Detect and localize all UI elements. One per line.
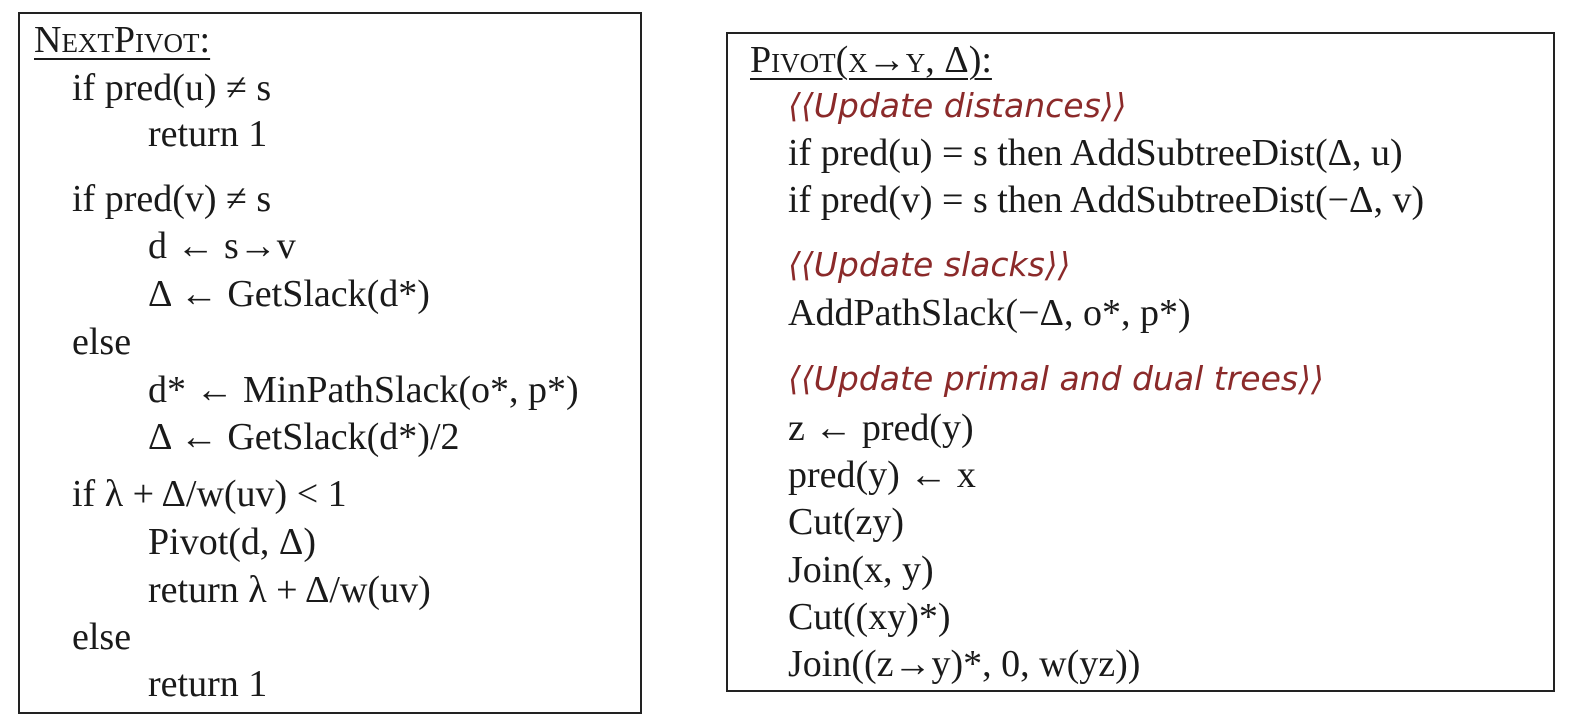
nextpivot-box: NextPivot: if pred(u) ≠ s return 1 if pr… — [18, 12, 642, 714]
code-line: if pred(v) = s then AddSubtreeDist(−Δ, v… — [788, 179, 1425, 221]
code-line: z ← pred(y) — [788, 407, 974, 449]
comment-update-trees: ⟨⟨Update primal and dual trees⟩⟩ — [788, 359, 1324, 398]
code-line: Pivot(d, Δ) — [148, 521, 316, 563]
comment-update-distances: ⟨⟨Update distances⟩⟩ — [788, 86, 1127, 125]
code-line: else — [72, 616, 132, 658]
code-line: if pred(v) ≠ s — [72, 178, 272, 220]
code-line: return 1 — [148, 113, 268, 155]
code-line: if pred(u) = s then AddSubtreeDist(Δ, u) — [788, 132, 1403, 174]
code-line: Cut((xy)*) — [788, 596, 951, 638]
code-line: Δ ← GetSlack(d*) — [148, 273, 430, 315]
code-line: AddPathSlack(−Δ, o*, p*) — [788, 292, 1191, 334]
code-line: pred(y) ← x — [788, 454, 976, 496]
code-line: else — [72, 321, 132, 363]
code-line: Cut(zy) — [788, 501, 905, 543]
code-line: Δ ← GetSlack(d*)/2 — [148, 416, 460, 458]
code-line: d* ← MinPathSlack(o*, p*) — [148, 369, 579, 411]
code-line: if λ + Δ/w(uv) < 1 — [72, 473, 347, 515]
pivot-box: Pivot(x→y, Δ): ⟨⟨Update distances⟩⟩ if p… — [726, 32, 1555, 692]
nextpivot-title: NextPivot: — [34, 19, 211, 61]
code-line: d ← s→v — [148, 225, 296, 267]
code-line: Join((z→y)*, 0, w(yz)) — [788, 643, 1141, 685]
code-line: Join(x, y) — [788, 549, 934, 591]
code-line: if pred(u) ≠ s — [72, 67, 272, 109]
pivot-title: Pivot(x→y, Δ): — [750, 39, 992, 81]
code-line: return λ + Δ/w(uv) — [148, 569, 431, 611]
code-line: return 1 — [148, 663, 268, 705]
comment-update-slacks: ⟨⟨Update slacks⟩⟩ — [788, 245, 1071, 284]
